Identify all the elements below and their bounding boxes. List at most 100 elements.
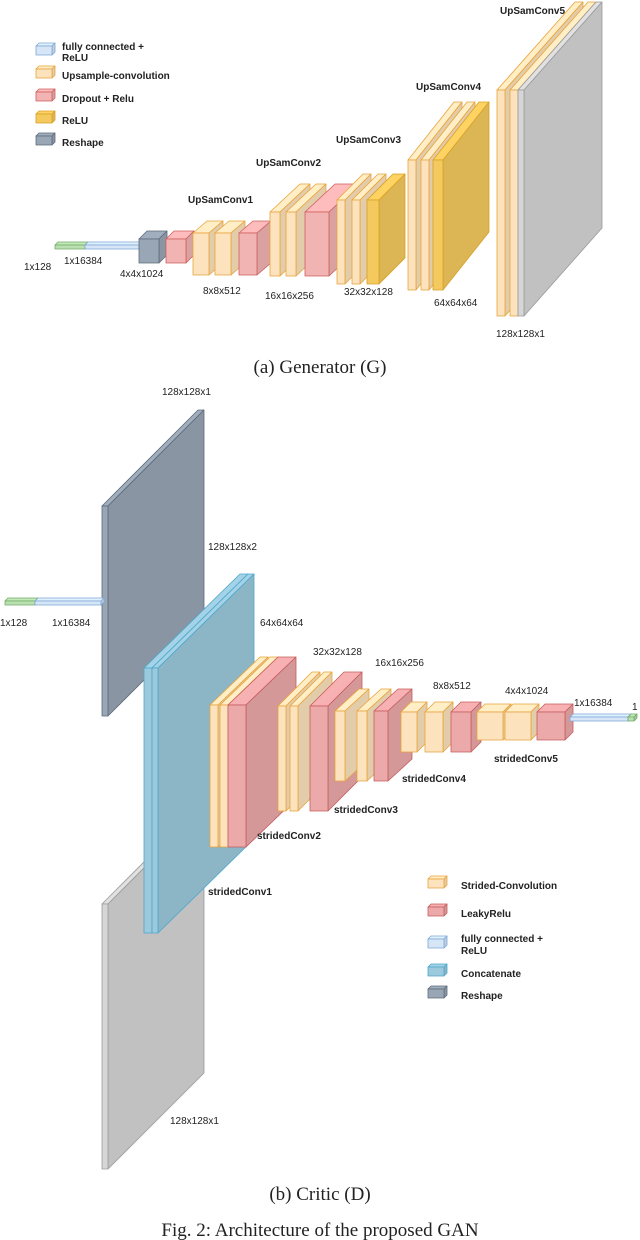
crit-reshape-plane-front: [101, 505, 109, 717]
crit-s5-leaky-front: [450, 711, 472, 753]
gen-legend-swatch-3-front: [35, 113, 53, 124]
gen-upsamconv3-label: UpSamConv3: [336, 135, 401, 146]
crit-legend-swatch-4-front: [427, 988, 445, 999]
gen-dim-16: 16x16x256: [265, 291, 314, 302]
crit-concat-b-front: [151, 667, 159, 934]
gen-legend-swatch-2: [35, 88, 56, 102]
gen-up5-conv-b-front: [509, 89, 519, 317]
gen-up4-conv-b-front: [420, 159, 430, 291]
gen-legend-swatch-0: [35, 42, 56, 56]
crit-concat-a-front: [143, 667, 153, 934]
crit-legend-swatch-3-front: [427, 966, 445, 977]
crit-s3-conv-b-front: [289, 705, 299, 812]
gen-up3-conv-b-front: [351, 199, 361, 285]
crit-d4-conv-b: [504, 703, 540, 741]
gen-up4-relu-front: [432, 159, 444, 291]
crit-dim-fc: 1x16384: [52, 618, 91, 629]
crit-dim-concat: 128x128x2: [208, 542, 257, 553]
gen-dim-64: 64x64x64: [434, 298, 478, 309]
gen-legend-swatch-4-front: [35, 135, 53, 146]
crit-legend-swatch-2-front: [427, 938, 445, 949]
generator-caption: (a) Generator (G): [254, 357, 387, 378]
crit-s5-conv-b-front: [424, 711, 444, 753]
crit-stridedconv4-label: stridedConv4: [402, 774, 466, 785]
gen-legend-label-1: Upsample-convolution: [62, 71, 170, 82]
crit-legend-label-0: Strided-Convolution: [461, 881, 557, 892]
gen-upsamconv1-label: UpSamConv1: [188, 195, 253, 206]
crit-legend-swatch-2: [427, 935, 448, 949]
gen-legend-swatch-1-front: [35, 68, 53, 79]
crit-d4-conv-a-front: [476, 711, 504, 741]
gen-dim-128: 128x128x1: [496, 329, 545, 340]
crit-d4-leaky-front: [536, 711, 566, 741]
crit-fc-out-bar-top: [569, 713, 632, 718]
crit-dim-fc-out: 1x16384: [574, 698, 613, 709]
generator-labels: UpSamConv1 UpSamConv2 UpSamConv3 UpSamCo…: [24, 6, 565, 340]
critic-labels: 128x128x1 128x128x2 1x128 1x16384 64x64x…: [0, 387, 638, 1127]
crit-fc-out-bar-front: [569, 716, 629, 722]
crit-dim-32: 32x32x128: [313, 647, 362, 658]
critic-diagram: [4, 409, 638, 1170]
generator-diagram: [54, 1, 603, 317]
gen-up1-conv-a-front: [192, 232, 210, 276]
gen-legend-swatch-4: [35, 132, 56, 146]
crit-legend-label-4: Reshape: [461, 991, 503, 1002]
crit-s2-leaky-front: [227, 704, 247, 848]
crit-s5-leaky: [450, 701, 482, 753]
crit-fc-out-bar: [569, 713, 632, 722]
crit-output-bar-front: [627, 716, 635, 722]
gen-dropout-0-front: [165, 238, 187, 264]
figure-caption: Fig. 2: Architecture of the proposed GAN: [161, 1220, 478, 1240]
crit-s4-conv-b-front: [356, 710, 368, 782]
crit-input-plane-front: [101, 903, 109, 1170]
gen-dim-32: 32x32x128: [344, 287, 393, 298]
gen-legend-label-4: Reshape: [62, 138, 104, 149]
gen-up4-relu: [432, 101, 490, 291]
crit-fc-bar-front: [34, 600, 102, 606]
crit-stridedconv1-label: stridedConv1: [208, 887, 272, 898]
gen-input-bar-top: [54, 241, 89, 246]
crit-legend-swatch-4: [427, 985, 448, 999]
gen-up3-relu: [366, 173, 406, 285]
gen-reshape-block: [138, 230, 168, 264]
gen-input-bar-front: [54, 244, 86, 250]
crit-legend-swatch-0: [427, 875, 448, 889]
gen-dim-fc: 1x16384: [64, 256, 103, 267]
crit-dim-4: 4x4x1024: [505, 686, 549, 697]
crit-s5-conv-b: [424, 701, 454, 753]
gen-upsamconv4-label: UpSamConv4: [416, 82, 481, 93]
gen-dim-input: 1x128: [24, 262, 52, 273]
gen-dropout-0: [165, 230, 195, 264]
crit-s5-conv-a: [400, 701, 428, 753]
crit-legend-label-2: fully connected +: [461, 934, 543, 945]
gen-legend-swatch-1: [35, 65, 56, 79]
gen-legend-label-3: ReLU: [62, 116, 88, 127]
generator-legend: fully connected + ReLU Upsample-convolut…: [35, 42, 170, 149]
crit-fc-bar: [34, 597, 105, 606]
critic-legend: Strided-Convolution LeakyRelu fully conn…: [427, 875, 557, 1002]
gen-up2-conv-a-front: [269, 211, 281, 277]
crit-dim-top: 128x128x1: [162, 387, 211, 398]
crit-stridedconv5-label: stridedConv5: [494, 754, 558, 765]
crit-input-bar: [4, 597, 39, 606]
crit-input-bar-front: [4, 600, 36, 606]
crit-dim-out: 1: [632, 702, 638, 713]
gen-reshape-block-front: [138, 238, 160, 264]
gen-up2-conv-b-front: [285, 211, 297, 277]
gen-input-bar: [54, 241, 89, 250]
crit-s3-leaky-front: [309, 705, 329, 812]
crit-dim-input: 1x128: [0, 618, 28, 629]
gen-dim-8: 8x8x512: [203, 286, 241, 297]
crit-s5-conv-a-front: [400, 711, 418, 753]
gen-output-front: [517, 89, 525, 317]
crit-s3-conv-a-front: [277, 705, 287, 812]
crit-stridedconv3-label: stridedConv3: [334, 805, 398, 816]
crit-legend-swatch-1-front: [427, 906, 445, 917]
gen-up4-conv-a-front: [407, 159, 417, 291]
gen-up1-dropout: [238, 220, 272, 276]
crit-legend-swatch-3: [427, 963, 448, 977]
crit-d4-leaky: [536, 703, 574, 741]
gen-up2-dropout-front: [304, 211, 330, 277]
crit-fc-bar-top: [34, 597, 105, 602]
